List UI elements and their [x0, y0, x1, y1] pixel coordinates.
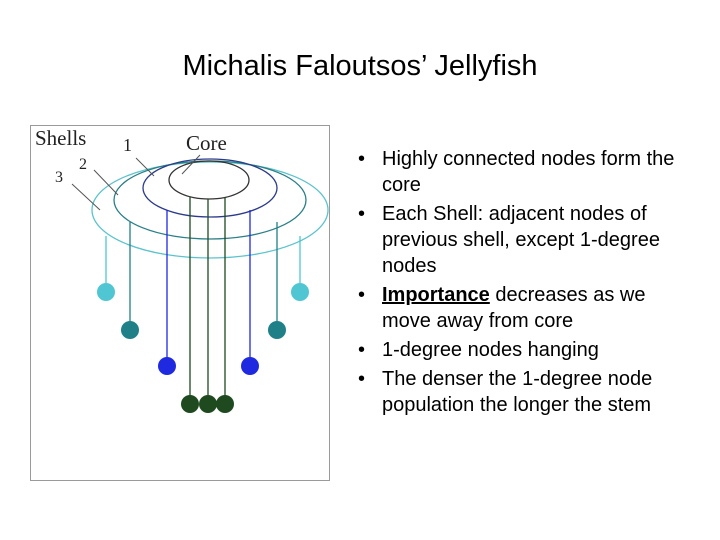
node-shell2-right [268, 321, 286, 339]
leader-shell-2 [93, 169, 119, 196]
bullet-text: 1-degree nodes hanging [382, 339, 599, 361]
leader-shell-3 [71, 183, 101, 211]
node-shell2-left [121, 321, 139, 339]
node-shell1-right [241, 357, 259, 375]
node-shell1-left [158, 357, 176, 375]
bullet-text: Highly connected nodes form the core [382, 148, 675, 196]
node-core-right [216, 395, 234, 413]
shell-1-label: 1 [123, 135, 132, 155]
shell-2-label: 2 [79, 156, 87, 173]
diagram-frame [30, 125, 330, 481]
slide-title: Michalis Faloutsos’ Jellyfish [182, 50, 538, 82]
node-core-left [181, 395, 199, 413]
shell-3-label: 3 [55, 169, 63, 186]
shells-label: Shells [35, 126, 87, 150]
bullet-text: The denser the 1-degree node population … [382, 368, 653, 416]
bullet-item: • Highly connected nodes form the core [358, 146, 698, 198]
bullet-list: • Highly connected nodes form the core •… [358, 146, 698, 421]
shell-3-ring [91, 161, 329, 259]
bullet-text: Each Shell: adjacent nodes of previous s… [382, 203, 660, 277]
core-ring [168, 160, 250, 200]
core-label: Core [186, 131, 227, 155]
leader-core [181, 154, 201, 175]
bullet-emphasis: Importance [382, 284, 490, 306]
node-core-mid [199, 395, 217, 413]
bullet-item: • 1-degree nodes hanging [358, 337, 698, 363]
bullet-item: • Importance decreases as we move away f… [358, 282, 698, 334]
node-shell3-left [97, 283, 115, 301]
node-shell3-right [291, 283, 309, 301]
shell-1-ring [142, 158, 278, 218]
bullet-item: • Each Shell: adjacent nodes of previous… [358, 201, 698, 279]
bullet-dot: • [358, 284, 366, 306]
bullet-dot: • [358, 203, 366, 225]
bullet-dot: • [358, 339, 366, 361]
bullet-dot: • [358, 148, 366, 170]
bullet-dot: • [358, 368, 366, 390]
leader-shell-1 [135, 157, 155, 177]
bullet-item: • The denser the 1-degree node populatio… [358, 366, 698, 418]
bullet-text: decreases as we move away from core [382, 284, 646, 332]
